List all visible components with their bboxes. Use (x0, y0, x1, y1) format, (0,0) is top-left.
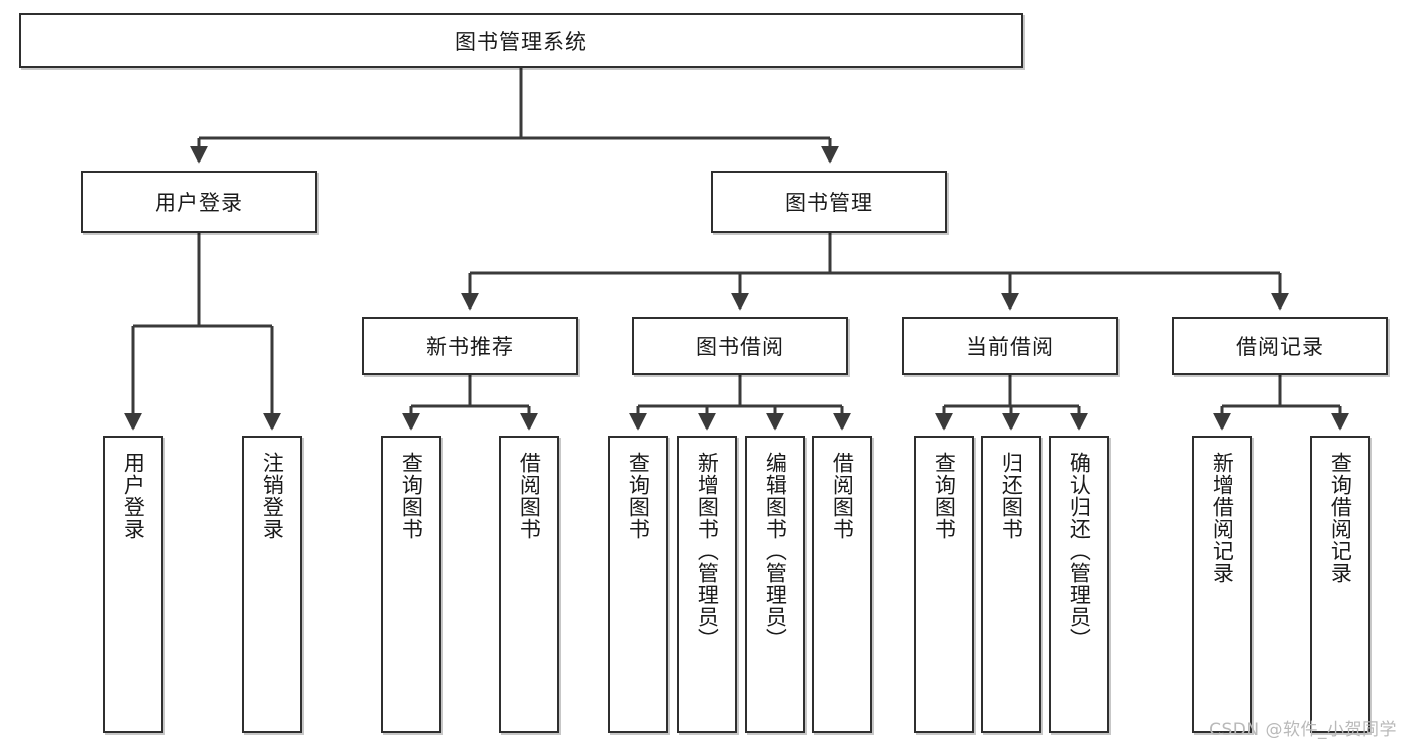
node-root-system[interactable]: 图书管理系统 (19, 13, 1023, 68)
node-label: 查询借阅记录 (1328, 452, 1353, 584)
node-new-book-rec[interactable]: 新书推荐 (362, 317, 578, 375)
node-leaf-cur-query[interactable]: 查询图书 (914, 436, 974, 733)
node-label: 用户登录 (121, 452, 146, 540)
node-label: 注销登录 (260, 452, 285, 540)
node-label: 查询图书 (399, 452, 424, 540)
node-leaf-rec-search[interactable]: 查询借阅记录 (1310, 436, 1370, 733)
node-label: 查询图书 (932, 452, 957, 540)
node-leaf-rec-query[interactable]: 查询图书 (381, 436, 441, 733)
node-label: 图书借阅 (696, 335, 784, 359)
node-user-login[interactable]: 用户登录 (81, 171, 317, 233)
node-label: 新增图书（管理员） (695, 452, 720, 650)
node-label: 新增借阅记录 (1210, 452, 1235, 584)
node-leaf-borrow-do[interactable]: 借阅图书 (812, 436, 872, 733)
node-label: 当前借阅 (966, 335, 1054, 359)
node-leaf-user-logout[interactable]: 注销登录 (242, 436, 302, 733)
node-label: 借阅图书 (517, 452, 542, 540)
node-label: 确认归还（管理员） (1067, 452, 1092, 650)
node-label: 新书推荐 (426, 335, 514, 359)
watermark-label: CSDN @软件_小贺同学 (1209, 720, 1397, 740)
node-label: 借阅记录 (1236, 335, 1324, 359)
node-label: 借阅图书 (830, 452, 855, 540)
node-label: 用户登录 (155, 191, 243, 215)
node-label: 查询图书 (626, 452, 651, 540)
node-leaf-cur-return[interactable]: 归还图书 (981, 436, 1041, 733)
node-current-borrow[interactable]: 当前借阅 (902, 317, 1118, 375)
node-label: 编辑图书（管理员） (763, 452, 788, 650)
node-borrow-record[interactable]: 借阅记录 (1172, 317, 1388, 375)
node-label: 图书管理 (785, 191, 873, 215)
node-leaf-borrow-edit[interactable]: 编辑图书（管理员） (745, 436, 805, 733)
node-leaf-rec-borrow[interactable]: 借阅图书 (499, 436, 559, 733)
node-leaf-cur-confirm[interactable]: 确认归还（管理员） (1049, 436, 1109, 733)
node-leaf-borrow-query[interactable]: 查询图书 (608, 436, 668, 733)
node-book-borrow[interactable]: 图书借阅 (632, 317, 848, 375)
node-leaf-user-login[interactable]: 用户登录 (103, 436, 163, 733)
node-book-manage[interactable]: 图书管理 (711, 171, 947, 233)
node-label: 图书管理系统 (455, 29, 587, 54)
node-leaf-rec-add[interactable]: 新增借阅记录 (1192, 436, 1252, 733)
node-label: 归还图书 (999, 452, 1024, 540)
node-leaf-borrow-add[interactable]: 新增图书（管理员） (677, 436, 737, 733)
